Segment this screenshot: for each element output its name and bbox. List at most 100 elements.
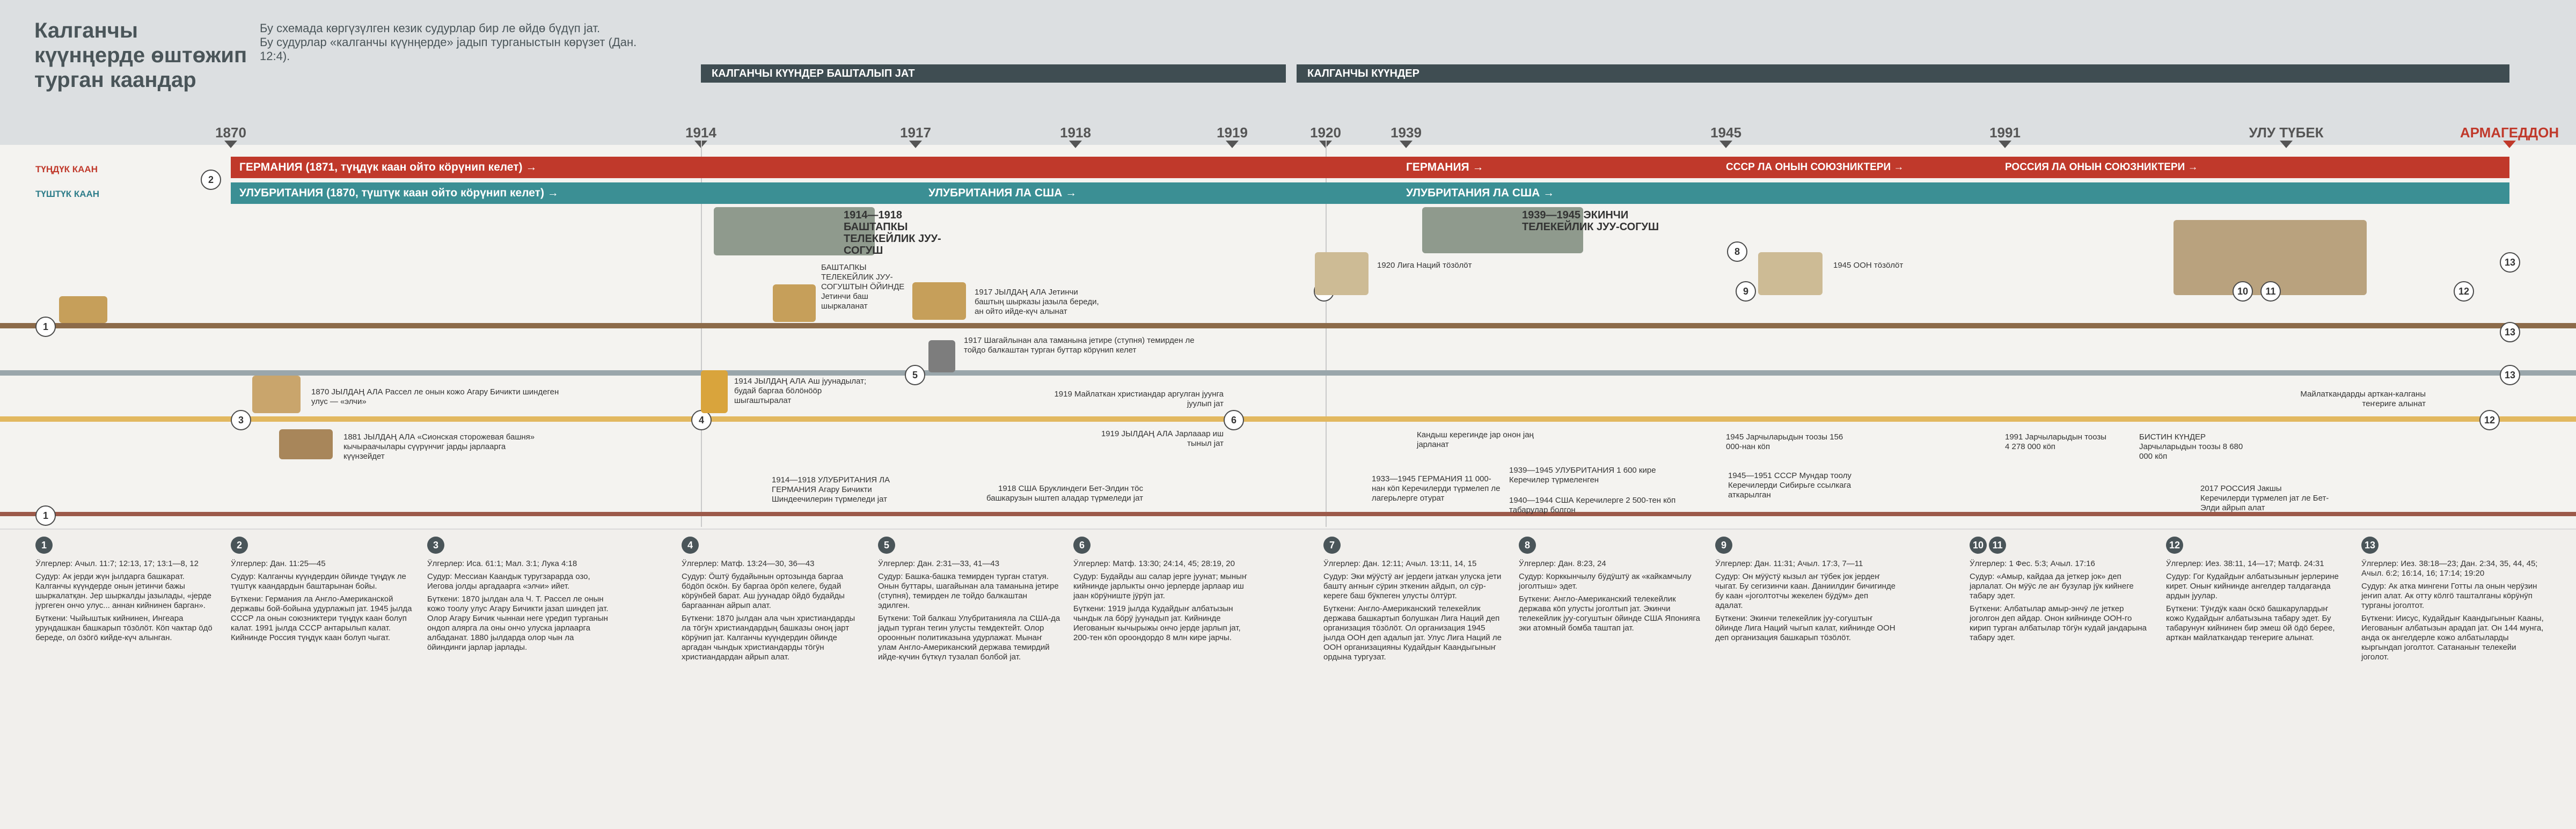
year-1870: 1870 [215, 124, 246, 141]
north-king-text: УЛУБРИТАНИЯ (1870, түштүк каан ойто кӧрү… [239, 187, 559, 199]
divider [1326, 141, 1327, 527]
tick [224, 141, 237, 148]
marker-10: 10 [2233, 281, 2253, 302]
marker-1: 1 [35, 505, 56, 526]
y1918-note: 1918 США Бруклиндеги Бет-Элдин тӧс башка… [986, 484, 1143, 503]
marker-4: 4 [691, 410, 712, 430]
tick [1226, 141, 1239, 148]
league-building [1315, 252, 1368, 295]
y1919a-note: 1919 Майлаткан христиандар аргулган јуун… [1054, 390, 1224, 408]
image-feet-line [0, 370, 2576, 376]
tick [909, 141, 922, 148]
tick [2280, 141, 2293, 148]
un-building [1758, 252, 1823, 295]
y1917b-note: 1917 Шагайлынан ала таманына јетире (сту… [964, 336, 1195, 355]
south-king-row: ГЕРМАНИЯ (1871, түңдүк каан ойто кӧрүнип… [231, 157, 2509, 178]
y1914-note: 1914 ЈЫЛДАҢ АЛА Аш јуунадылат; будай бар… [734, 377, 867, 405]
wild-beast-line [0, 323, 2576, 328]
intro-line-1: Бу схемада көргүзүлген кезик судурлар би… [260, 21, 601, 35]
tick [1999, 141, 2011, 148]
marker-1: 1 [35, 317, 56, 337]
marker-9: 9 [1736, 281, 1756, 302]
intro-text: Бу схемада көргүзүлген кезик судурлар би… [260, 21, 668, 63]
y1991-note: 1991 Јарчыларыдын тоозы 4 278 000 кӧп [2005, 432, 2107, 451]
tick [2503, 141, 2516, 148]
year-1920: 1920 [1310, 124, 1341, 141]
ww1-label: 1914—1918 БАШТАПКЫ ТЕЛЕКЕЙЛИК ЈУУ-СОГУШ [844, 209, 941, 256]
y1919b-note: 1919 ЈЫЛДАҢ АЛА Јарлааар иш тыныл јат [1101, 429, 1224, 448]
y1870-note: 1870 ЈЫЛДАҢ АЛА Рассел ле онын кожо Агар… [311, 387, 559, 406]
y1933-note: 1933—1945 ГЕРМАНИЯ 11 000-нан кӧп Керечи… [1372, 474, 1501, 503]
page-title: Калганчы күүнңерде өштөжип турган каанда… [34, 19, 247, 92]
wheat-line [0, 416, 2576, 422]
marker-5: 5 [905, 365, 925, 385]
tick [1069, 141, 1082, 148]
russell-portrait [252, 376, 301, 413]
ww2-label: 1939—1945 ЭКИНЧИ ТЕЛЕКЕЙЛИК ЈУУ-СОГУШ [1522, 209, 1659, 233]
y1945-note: 1945 ООН тӧзӧлӧт [1833, 261, 1904, 270]
armageddon-note: Майлаткандарды арткан-калганы теҥериге а… [2300, 390, 2426, 408]
tick [1400, 141, 1413, 148]
wheat-icon [701, 370, 728, 413]
south-1939-text: ГЕРМАНИЯ → [1406, 161, 1484, 173]
south-king-label: ТҮҢДҮК КААН [35, 164, 98, 174]
notes-panel [0, 529, 2576, 829]
marker-2: 2 [201, 170, 221, 190]
south-king-text: ГЕРМАНИЯ (1871, түңдүк каан ойто кӧрүнип… [239, 161, 537, 173]
north-mid-text: УЛУБРИТАНИЯ ЛА США → [928, 187, 1077, 199]
marker-13: 13 [2500, 252, 2520, 273]
north-king-row: УЛУБРИТАНИЯ (1870, түштүк каан ойто кӧрү… [231, 182, 2509, 204]
beast-icon [912, 282, 966, 320]
year-1939: 1939 [1391, 124, 1422, 141]
divider [701, 141, 702, 527]
beast-icon [59, 296, 107, 323]
y1940-note: 1940—1944 США Керечилерге 2 500-тен кӧп … [1509, 496, 1676, 515]
great-tribulation: УЛУ ТҮБЕК [2249, 124, 2324, 141]
marker-8: 8 [1727, 241, 1747, 262]
ww2-illustration [1422, 207, 1583, 253]
north-king-label: ТҮШТҮК КААН [35, 189, 100, 199]
y1914b-note: 1914—1918 УЛУБРИТАНИЯ ЛА ГЕРМАНИЯ Агару … [772, 475, 890, 504]
ww1-illustration [714, 207, 875, 255]
our-days-note: БИСТИН КҮНДЕР Јарчыларыдын тоозы 8 680 0… [2139, 432, 2243, 461]
year-1918: 1918 [1060, 124, 1091, 141]
armageddon: АРМАГЕДДОН [2460, 124, 2559, 141]
y1920-note: 1920 Лига Наций тӧзӧлӧт [1377, 261, 1472, 270]
y1917-note: 1917 ЈЫЛДАҢ АЛА Јетинчи баштың шырказы ј… [975, 288, 1099, 316]
preaching-note: Кандыш керегинде јар онон јаң јарланат [1417, 430, 1534, 449]
band-last-days-begin: КАЛГАНЧЫ КҮҮНДЕР БАШТАЛЫП ЈАТ [701, 64, 1286, 83]
year-1917: 1917 [900, 124, 931, 141]
ww1-beast-note: БАШТАПКЫ ТЕЛЕКЕЙЛИК ЈУУ-СОГУШТЫН ӦЙИНДЕ … [821, 263, 905, 311]
tick [1719, 141, 1732, 148]
marker-6: 6 [1224, 410, 1244, 430]
year-1945: 1945 [1710, 124, 1741, 141]
y2017-note: 2017 РОССИЯ Јакшы Керечилерди түрмелеп ј… [2200, 484, 2329, 512]
year-1914: 1914 [685, 124, 716, 141]
beast-head-icon [773, 284, 816, 322]
persecution-line [0, 512, 2576, 516]
band-last-days: КАЛГАНЧЫ КҮҮНДЕР [1297, 64, 2509, 83]
marker-12: 12 [2479, 410, 2500, 430]
marker-12: 12 [2454, 281, 2474, 302]
y1939-note: 1939—1945 УЛУБРИТАНИЯ 1 600 кире Керечил… [1509, 466, 1656, 485]
marker-3: 3 [231, 410, 251, 430]
y1945b-note: 1945 Јарчыларыдын тоозы 156 000-нан кӧп [1726, 432, 1843, 451]
marker-13: 13 [2500, 322, 2520, 342]
marker-13: 13 [2500, 365, 2520, 385]
year-1991: 1991 [1989, 124, 2021, 141]
feet-icon [928, 340, 955, 372]
marker-11: 11 [2260, 281, 2281, 302]
south-1991-text: РОССИЯ ЛА ОНЫН СОЮЗНИКТЕРИ → [2005, 162, 2198, 173]
north-1939-text: УЛУБРИТАНИЯ ЛА США → [1406, 187, 1555, 199]
